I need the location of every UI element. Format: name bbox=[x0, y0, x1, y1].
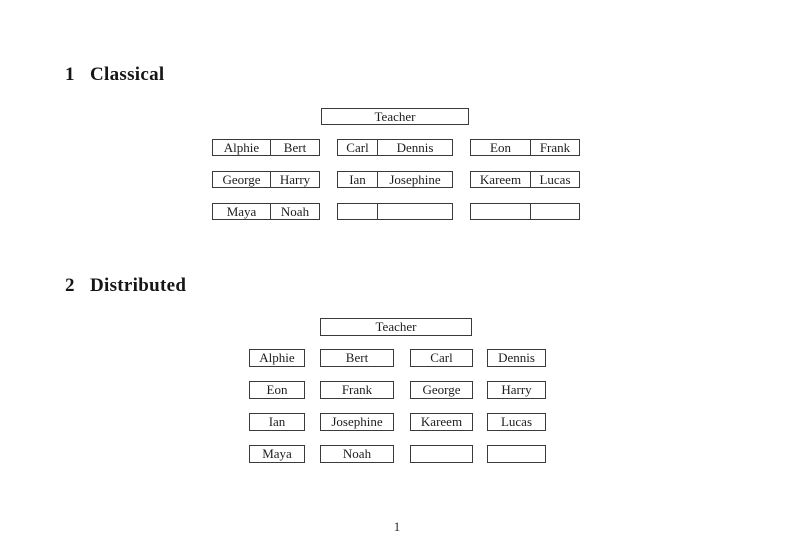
seat: Bert bbox=[283, 140, 307, 155]
seat: Maya bbox=[262, 446, 292, 461]
seat: Maya bbox=[213, 204, 271, 219]
seat: Dennis bbox=[498, 350, 535, 365]
seat: Noah bbox=[342, 446, 372, 461]
seat-empty bbox=[471, 204, 531, 219]
seat: Alphie bbox=[213, 140, 271, 155]
desk: Bert bbox=[320, 349, 394, 367]
desk: Ian bbox=[249, 413, 305, 431]
seat: George bbox=[213, 172, 271, 187]
seat: Josephine bbox=[331, 414, 383, 429]
seat: Harry bbox=[501, 382, 532, 397]
seat: Alphie bbox=[259, 350, 295, 365]
seat: Ian bbox=[268, 414, 286, 429]
seat: Kareem bbox=[471, 172, 531, 187]
desk: Carl bbox=[410, 349, 473, 367]
desk-empty bbox=[487, 445, 546, 463]
seat: Frank bbox=[341, 382, 373, 397]
teacher-box: Teacher bbox=[321, 108, 469, 125]
desk: George bbox=[410, 381, 473, 399]
seat: Frank bbox=[539, 140, 571, 155]
teacher-box: Teacher bbox=[320, 318, 472, 336]
desk-pair: Alphie Bert bbox=[212, 139, 320, 156]
desk: Kareem bbox=[410, 413, 473, 431]
seat: Ian bbox=[338, 172, 378, 187]
desk: Frank bbox=[320, 381, 394, 399]
seat: Carl bbox=[338, 140, 378, 155]
desk-pair-empty bbox=[470, 203, 580, 220]
desk: Noah bbox=[320, 445, 394, 463]
section-number: 1 bbox=[65, 64, 75, 85]
desk: Lucas bbox=[487, 413, 546, 431]
section-title: Distributed bbox=[90, 275, 187, 296]
teacher-label: Teacher bbox=[374, 108, 416, 124]
seat: Carl bbox=[430, 350, 453, 365]
seat: Noah bbox=[280, 204, 310, 219]
desk-pair: Maya Noah bbox=[212, 203, 320, 220]
seat: George bbox=[422, 382, 461, 397]
desk-pair: George Harry bbox=[212, 171, 320, 188]
section-title: Classical bbox=[90, 64, 165, 85]
desk: Maya bbox=[249, 445, 305, 463]
seat: Kareem bbox=[420, 414, 463, 429]
desk-pair: Eon Frank bbox=[470, 139, 580, 156]
desk: Dennis bbox=[487, 349, 546, 367]
desk: Harry bbox=[487, 381, 546, 399]
desk-pair-empty bbox=[337, 203, 453, 220]
seat: Lucas bbox=[539, 172, 571, 187]
seat: Eon bbox=[266, 382, 288, 397]
seat-empty bbox=[531, 204, 579, 219]
desk: Eon bbox=[249, 381, 305, 399]
section-heading-distributed: 2 Distributed bbox=[65, 275, 186, 296]
teacher-label: Teacher bbox=[375, 319, 417, 334]
desk: Josephine bbox=[320, 413, 394, 431]
seat: Josephine bbox=[389, 172, 441, 187]
section-heading-classical: 1 Classical bbox=[65, 64, 164, 85]
desk: Alphie bbox=[249, 349, 305, 367]
desk-empty bbox=[410, 445, 473, 463]
seat: Harry bbox=[279, 172, 311, 187]
seat: Eon bbox=[471, 140, 531, 155]
seat: Bert bbox=[345, 350, 369, 365]
seat-empty bbox=[378, 204, 452, 219]
desk-pair: Kareem Lucas bbox=[470, 171, 580, 188]
page-number: 1 bbox=[393, 519, 401, 534]
section-number: 2 bbox=[65, 275, 75, 296]
desk-pair: Carl Dennis bbox=[337, 139, 453, 156]
seat: Lucas bbox=[500, 414, 533, 429]
seat-empty bbox=[338, 204, 378, 219]
seat: Dennis bbox=[396, 140, 434, 155]
desk-pair: Ian Josephine bbox=[337, 171, 453, 188]
